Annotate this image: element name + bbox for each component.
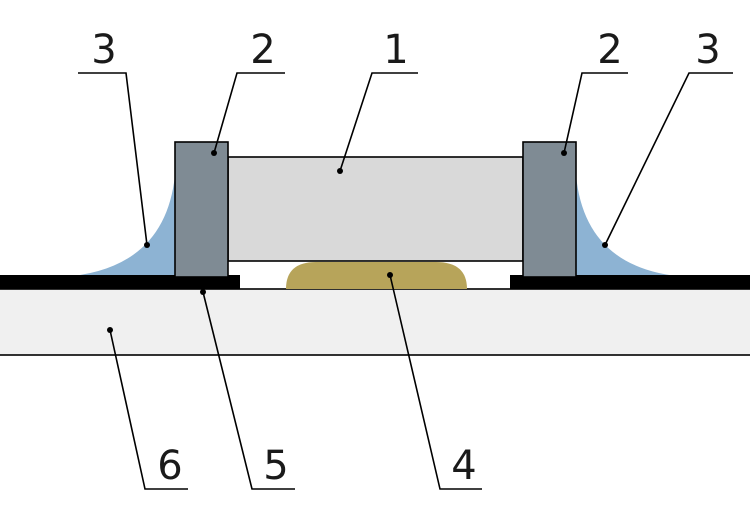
solder-fillet-right bbox=[576, 175, 687, 277]
terminal-left bbox=[174, 141, 229, 278]
label-adhesive-dot: 4 bbox=[451, 443, 476, 489]
leader-3-left-dot bbox=[144, 242, 150, 248]
leader-2-left bbox=[213, 72, 285, 154]
leader-6-dot bbox=[107, 327, 113, 333]
label-solder-fillet-left: 3 bbox=[91, 27, 116, 73]
copper-pad-left bbox=[0, 275, 240, 289]
component-body bbox=[227, 156, 524, 262]
leader-2-right-dot bbox=[561, 150, 567, 156]
leader-5 bbox=[202, 291, 295, 490]
label-pcb-substrate: 6 bbox=[157, 443, 182, 489]
copper-pad-right bbox=[510, 275, 750, 289]
leader-2-left-dot bbox=[211, 150, 217, 156]
label-component-body: 1 bbox=[383, 27, 408, 73]
leader-4 bbox=[389, 274, 482, 490]
label-terminal-left: 2 bbox=[250, 27, 275, 73]
leader-2-right bbox=[563, 72, 628, 154]
solder-fillet-left bbox=[62, 175, 175, 277]
leader-4-dot bbox=[387, 272, 393, 278]
adhesive-dot bbox=[286, 262, 467, 289]
leader-3-right-dot bbox=[602, 242, 608, 248]
leader-5-dot bbox=[200, 289, 206, 295]
label-terminal-right: 2 bbox=[597, 27, 622, 73]
leader-3-left bbox=[78, 72, 148, 246]
leader-3-right bbox=[604, 72, 733, 246]
label-copper-pad: 5 bbox=[263, 443, 288, 489]
leader-6 bbox=[109, 329, 188, 490]
callout-labels: 3 2 1 2 3 6 5 4 bbox=[91, 27, 720, 489]
leader-1 bbox=[339, 72, 418, 172]
pcb-substrate bbox=[0, 288, 750, 356]
leader-1-dot bbox=[337, 168, 343, 174]
label-solder-fillet-right: 3 bbox=[695, 27, 720, 73]
terminal-right bbox=[522, 141, 577, 278]
leader-lines bbox=[78, 72, 733, 490]
